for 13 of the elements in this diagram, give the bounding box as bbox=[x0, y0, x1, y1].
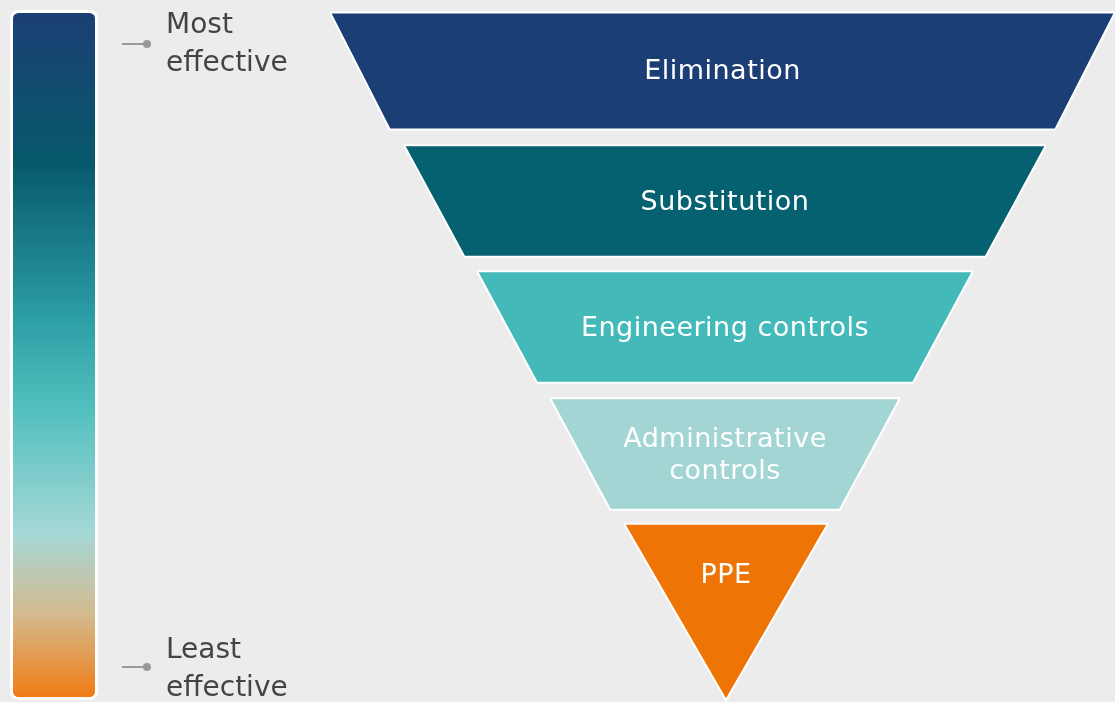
gradient-bar bbox=[10, 10, 98, 700]
effectiveness-label: Most effective bbox=[166, 6, 289, 80]
trapezoid-band bbox=[550, 396, 900, 512]
level-label: Administrative controls bbox=[622, 422, 828, 486]
level-label: Substitution bbox=[639, 185, 811, 217]
effectiveness-label: Least effective bbox=[166, 631, 289, 702]
trapezoid-band bbox=[477, 269, 973, 385]
trapezoid-band bbox=[404, 143, 1046, 259]
level-label: Engineering controls bbox=[579, 311, 871, 343]
level-label: Elimination bbox=[643, 54, 802, 86]
triangle-band bbox=[624, 522, 828, 702]
trapezoid-band bbox=[330, 10, 1115, 132]
level-label: PPE bbox=[699, 558, 753, 590]
